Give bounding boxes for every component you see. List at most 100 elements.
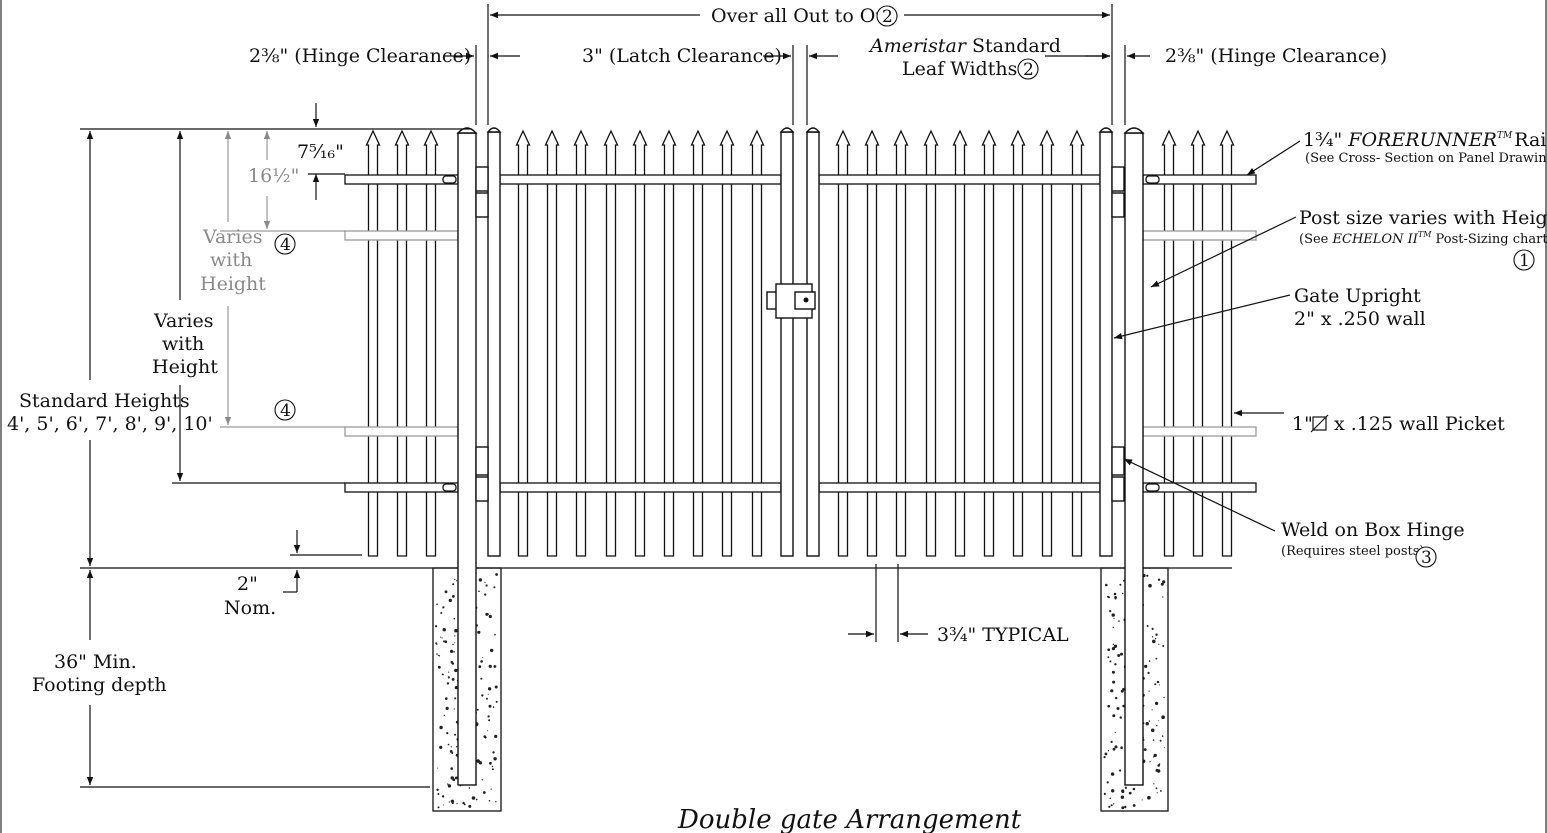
aggregate-dot [1110,740,1113,744]
aggregate-dot [1147,671,1150,675]
mid-rail-varies-2: with [210,249,252,271]
rail-span-varies-3: Height [152,356,218,378]
aggregate-dot [1154,638,1157,640]
aggregate-dot [1111,789,1115,793]
aggregate-dot [482,791,486,794]
hinge-callout-1: Weld on Box Hinge [1281,519,1465,541]
hinge-callout-2: (Requires steel posts) [1281,544,1424,559]
aggregate-dot [447,784,452,788]
aggregate-dot [1113,592,1117,596]
aggregate-dot [488,704,492,708]
aggregate-dot [484,593,487,596]
latch-clearance-label: 3" (Latch Clearance) [582,45,782,67]
overall-dimension-ref: 2 [882,7,893,27]
aggregate-dot [1159,739,1162,742]
aggregate-dot [1152,639,1156,644]
aggregate-dot [493,757,497,761]
aggregate-dot [1153,753,1157,758]
left-panel-bottom-rail [344,482,459,493]
aggregate-dot [1151,636,1154,638]
aggregate-dot [492,706,495,708]
aggregate-dot [1110,689,1114,693]
aggregate-dot [1114,597,1117,600]
aggregate-dot [1112,747,1116,751]
aggregate-dot [448,671,450,673]
post-callout-note: (See ECHELON IITM Post-Sizing chart) [1299,226,1547,247]
aggregate-dot [445,706,449,711]
aggregate-dot [493,665,497,668]
aggregate-dot [476,759,480,763]
hinge-clearance-right-label: 2⅜" (Hinge Clearance) [1165,45,1387,67]
aggregate-dot [442,606,445,609]
aggregate-dot [1122,704,1125,708]
aggregate-dot [1146,574,1149,577]
aggregate-dot [494,685,498,689]
aggregate-dot [450,649,454,654]
aggregate-dot [468,804,472,808]
aggregate-dot [1155,701,1159,706]
top-rail-offset-label: 16½" [248,165,299,187]
aggregate-dot [490,648,494,653]
aggregate-dot [441,637,443,639]
footing-depth-dimension: 36" Min. Footing depth [32,570,167,785]
aggregate-dot [450,767,454,770]
aggregate-dot [1163,696,1165,699]
upright-callout-1: Gate Upright [1294,285,1421,307]
post-callout-note-suffix: Post-Sizing chart) [1436,232,1547,247]
aggregate-dot [451,801,454,805]
right-leaf-latch-upright [806,131,820,557]
aggregate-dot [1109,660,1112,663]
gate-uprights [486,127,1114,557]
aggregate-dot [1124,805,1127,809]
left-post [456,127,478,786]
latch-clearance-dimension: 3" (Latch Clearance) [582,45,838,125]
aggregate-dot [487,715,490,718]
footing-depth-2: Footing depth [32,674,167,696]
aggregate-dot [1152,739,1155,741]
aggregate-dot [1156,792,1158,794]
aggregate-dot [1150,728,1155,733]
mid-rail-ref-upper: 4 [280,235,291,255]
rail-span-varies-2: with [162,333,204,355]
mid-rail-varies-1: Varies [202,226,262,248]
rail-callout-title: 1¾" FORERUNNERTMRail [1303,129,1547,151]
post-callout-note-tm: TM [1418,230,1432,239]
aggregate-dot [1159,684,1160,686]
aggregate-dot [1132,787,1136,791]
right-post [1123,127,1145,786]
aggregate-dot [1114,731,1116,733]
aggregate-dot [1128,791,1132,795]
leaf-width-ref: 2 [1023,60,1034,80]
overall-dimension-label: Over all Out to Out [711,5,896,27]
aggregate-dot [488,614,492,619]
aggregate-dot [453,651,455,653]
standard-heights-2: 4', 5', 6', 7', 8', 9', 10' [7,413,213,435]
aggregate-dot [449,750,453,753]
right-panel-top-rail [1142,174,1257,185]
aggregate-dot [1111,670,1115,674]
aggregate-dot [487,730,489,732]
aggregate-dot [442,628,446,632]
aggregate-dot [1112,680,1116,684]
aggregate-dot [484,581,486,584]
picket-callout-suffix: x .125 wall Picket [1334,413,1505,435]
ground-clearance-2: Nom. [224,597,276,619]
aggregate-dot [487,687,492,691]
aggregate-dot [490,788,492,790]
aggregate-dot [1113,617,1115,619]
aggregate-dot [454,697,457,700]
post-callout-ref: 1 [1519,251,1530,271]
aggregate-dot [454,642,456,644]
aggregate-dot [1112,643,1115,645]
aggregate-dot [1145,722,1149,726]
aggregate-dot [1124,786,1127,789]
aggregate-dot [452,595,455,598]
aggregate-dot [493,586,496,589]
aggregate-dot [437,793,440,795]
gate-latch [766,283,816,319]
aggregate-dot [439,725,443,730]
aggregate-dot [454,776,458,780]
aggregate-dot [1105,583,1108,587]
aggregate-dot [1153,783,1155,785]
